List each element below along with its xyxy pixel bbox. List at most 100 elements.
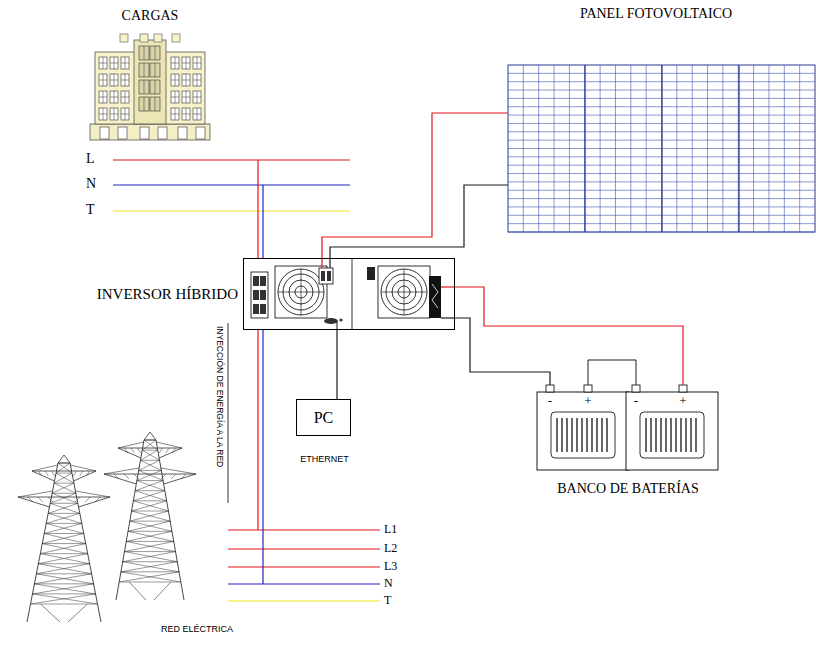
tower-lattice [172,448,175,453]
tower-lattice [54,483,74,484]
tower-lattice [28,497,33,502]
tower-arm [18,497,110,498]
battery-cell-box [640,412,704,458]
breaker-pole [253,290,259,300]
tower-lattice [52,493,76,494]
tower-lattice [31,594,96,604]
window [99,108,107,120]
window [182,91,190,103]
pv-cell-line [784,65,785,232]
dc-stub [321,258,322,268]
tower-arm [156,442,182,448]
breaker-pole [260,276,266,286]
tower-lattice [38,563,89,564]
tower-arm [18,491,53,497]
device-box: PCETHERNET [296,399,351,436]
window-bar [144,46,145,60]
battery-terminal [679,385,687,392]
tower-lattice [39,471,42,476]
battery-plate [606,418,607,452]
battery-body [626,392,718,470]
battery-plate [576,418,577,452]
pv-cell-line [538,65,539,232]
tower-lattice [36,574,93,584]
tower-arm [32,471,96,472]
roof-box [140,34,148,42]
roof-box [120,34,128,42]
window-bar [182,97,190,98]
window-bar [121,97,129,98]
pv-cell-line [676,65,677,232]
building-tower [134,40,166,124]
fan-frame [378,266,430,318]
tower-arm [104,474,136,484]
battery-terminal-block [429,276,441,318]
window-bar [155,46,156,60]
battery-plate [685,418,686,452]
tower-lattice [135,490,165,491]
window-bar [182,114,190,115]
tower-lattice [36,573,91,574]
window [193,74,201,86]
tower-lattice [46,523,82,524]
tower-lattice [124,552,177,562]
window-bar [144,97,145,111]
tower-arm [74,471,96,481]
pv-module-line [661,65,662,232]
fan-grill [301,269,302,315]
fan-ring [381,269,427,315]
tower-lattice [52,493,78,503]
door [196,127,205,139]
bus-line [113,184,350,185]
window-bar [182,63,190,64]
tower-foot [68,604,87,622]
tower-lattice [32,584,93,594]
tower-lattice [40,544,85,554]
window [150,97,160,111]
roof-box [154,34,162,42]
window-bar [171,114,179,115]
pv-cell-line [768,65,769,232]
illustration-region: BANCO DE BATERÍAS [532,385,724,500]
tower-lattice [142,450,158,451]
tower-lattice [52,471,55,476]
window-bar [110,97,118,98]
phase-wire [322,113,508,258]
negative-wire [336,330,337,399]
tower-lattice [50,503,78,504]
window [182,108,190,120]
tower-lattice [134,474,139,479]
tower-lattice [139,460,160,470]
tower-lattice [80,471,83,476]
tower-leg [27,463,58,622]
pv-cell-line [661,65,662,232]
window-bar [99,63,107,64]
tower-lattice [132,501,167,511]
dc-pole [321,271,325,281]
pv-module-line [584,65,585,232]
tower-arm [32,465,58,471]
tower-lattice [46,513,80,523]
tower-lattice [44,523,82,533]
battery-terminal [546,385,554,392]
window [150,46,160,60]
series-jumper [588,360,636,385]
fan-ring [278,269,324,315]
pv-cell-line [738,65,739,232]
node-label: PANEL FOTOVOLTAICO [580,6,732,21]
tower-lattice [34,584,95,594]
tower-lattice [58,463,70,464]
polarity-sign: - [634,394,638,408]
illustration-region: RED ELÉCTRICA [5,425,390,640]
window [193,91,201,103]
tower-lattice [124,551,175,552]
tower-lattice [137,470,161,480]
window-bar [99,80,107,81]
tower-lattice [38,564,91,574]
tower-lattice [42,543,85,544]
tower-arm [104,468,139,474]
breaker-pole [260,290,266,300]
breaker-pole [260,304,266,314]
tower-lattice [34,574,91,584]
